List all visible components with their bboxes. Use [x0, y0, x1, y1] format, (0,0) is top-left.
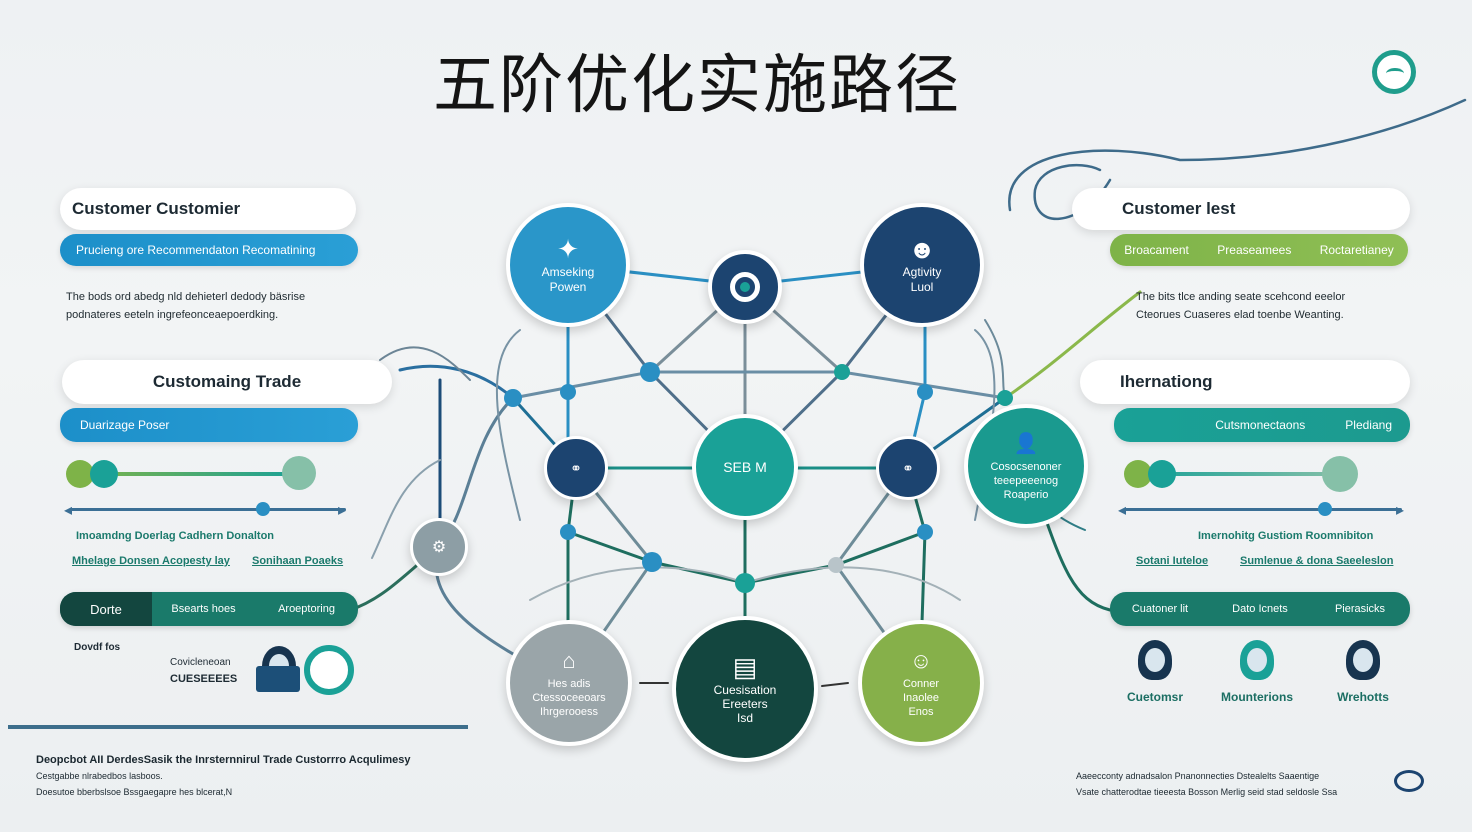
node-bottom-left[interactable]: ⌂ Hes adis Ctessoceeoars Ihrgerooess — [506, 620, 632, 746]
arrow-left-icon: ◂ — [64, 502, 73, 519]
gear-icon: ⚙ — [431, 538, 447, 556]
refresh-icon[interactable] — [304, 645, 354, 695]
footer-line-3: Doesutoe bberbslsoe Bssgaegapre hes blce… — [36, 787, 233, 797]
left-small-label-3: CUESEEEES — [170, 673, 238, 685]
user-icon: ⌂ — [562, 648, 576, 673]
node-bottom-center[interactable]: ▤ Cuesisation Ereeters Isd — [672, 616, 818, 762]
laptop-icon — [256, 666, 300, 692]
left-link-1[interactable]: Imoamdng Doerlag Cadhern Donalton — [76, 530, 275, 542]
left-note: The bods ord abedg nld dehieterl dedody … — [66, 291, 306, 321]
document-icon: ▤ — [732, 652, 758, 682]
footer-logo-icon — [1394, 770, 1424, 792]
avatar-label-2: Mounterions — [1221, 690, 1293, 704]
right-slider-track — [1136, 472, 1346, 476]
right-segment-2[interactable]: Dato Icnets — [1232, 603, 1288, 615]
left-small-label-2: Covicleneoan — [170, 657, 231, 668]
right-slider-handle[interactable] — [1124, 460, 1152, 488]
target-icon — [730, 272, 760, 302]
left-segment-2[interactable]: Bsearts hoes — [171, 603, 236, 615]
node-top-left[interactable]: ✦ Amseking Powen — [506, 203, 630, 327]
user-icon: ☺ — [909, 648, 933, 673]
right-slider-end[interactable] — [1322, 456, 1358, 492]
link-icon: ⚭ — [570, 459, 582, 476]
node-center[interactable]: SEB M — [692, 414, 798, 520]
avatar-customer — [1138, 640, 1172, 680]
arrow-left-icon: ◂ — [1118, 502, 1127, 519]
right-segment-3[interactable]: Pierasicks — [1334, 603, 1386, 615]
node-target[interactable] — [708, 250, 782, 324]
left-card2-title: Customaing Trade — [62, 360, 392, 404]
node-mid-right[interactable]: ⚭ — [876, 436, 940, 500]
right-note: The bits tlce anding seate scehcond eeel… — [1136, 291, 1346, 321]
footer-line-2: Cestgabbe nlrabedbos lasboos. — [36, 771, 163, 781]
node-mid-left[interactable]: ⚭ — [544, 436, 608, 500]
right-link-2a[interactable]: Sotani Iuteloe — [1136, 555, 1209, 567]
left-card-title: Customer Customier — [60, 188, 356, 230]
logo-icon — [1372, 50, 1416, 94]
left-segment-3[interactable]: Aroeptoring — [278, 603, 335, 615]
avatar-label-3: Wrehotts — [1337, 690, 1389, 704]
right-link-2b[interactable]: Sumlenue & dona Saeeleslon — [1240, 555, 1394, 567]
left-link-2b[interactable]: Sonihaan Poaeks — [252, 555, 344, 567]
left-card-bar[interactable]: Prucieng ore Recommendaton Recomatining — [60, 234, 358, 266]
arrow-right-icon: ▸ — [1396, 502, 1405, 519]
right-card-title: Customer lest — [1072, 188, 1410, 230]
right-range-line — [1124, 508, 1402, 511]
left-segment-bar[interactable]: Dorte Bsearts hoes Aroeptoring — [60, 592, 358, 626]
right-card2-title: Ihernationg — [1080, 360, 1410, 404]
arrow-right-icon: ▸ — [338, 502, 347, 519]
left-segment-1[interactable]: Dorte — [60, 592, 152, 626]
gem-icon: ✦ — [557, 234, 579, 264]
node-left-gear[interactable]: ⚙ — [410, 518, 468, 576]
left-card2-bar[interactable]: Duarizage Poser — [60, 408, 358, 442]
footer-line-1: Deopcbot AII DerdesSasik the Inrsternnir… — [36, 754, 411, 766]
footer-right-1: Aaeecconty adnadsalon Pnanonnecties Dste… — [1076, 771, 1320, 781]
left-small-label-1: Dovdf fos — [74, 642, 121, 653]
avatar-mounterions — [1240, 640, 1274, 680]
right-card-bar[interactable]: Broacament Preaseamees Roctaretianey — [1110, 234, 1408, 266]
avatar-label-1: Cuetomsr — [1126, 690, 1183, 704]
left-slider-handle[interactable] — [66, 460, 94, 488]
page-title: 五阶优化实施路径 — [433, 49, 961, 123]
face-icon: ☻ — [908, 234, 936, 264]
right-card2-bar[interactable]: Cutsmonectaons Plediang — [1114, 408, 1410, 442]
user-icon: 👤 — [1013, 433, 1039, 455]
left-slider-end[interactable] — [282, 456, 316, 490]
link-icon: ⚭ — [902, 459, 914, 476]
right-link-1[interactable]: Imernohitg Gustiom Roomnibiton — [1198, 530, 1374, 542]
left-slider-handle-2[interactable] — [90, 460, 118, 488]
node-bottom-right[interactable]: ☺ Conner Inaolee Enos — [858, 620, 984, 746]
left-range-line — [70, 508, 346, 511]
node-right-mid[interactable]: 👤 Cosocsenoner teeepeeenog Roaperio — [964, 404, 1088, 528]
left-range-knob[interactable] — [256, 502, 270, 516]
left-slider-track — [80, 472, 300, 476]
right-segment-bar[interactable]: Cuatoner lit Dato Icnets Pierasicks — [1110, 592, 1410, 626]
right-range-knob[interactable] — [1318, 502, 1332, 516]
right-slider-handle-2[interactable] — [1148, 460, 1176, 488]
left-link-2a[interactable]: Mhelage Donsen Acopesty lay — [72, 555, 230, 567]
node-top-right[interactable]: ☻ Agtivity Luol — [860, 203, 984, 327]
right-segment-1[interactable]: Cuatoner lit — [1131, 603, 1189, 615]
footer-right-2: Vsate chatterodtae tieeesta Bosson Merli… — [1076, 787, 1338, 797]
avatar-wrehotts — [1346, 640, 1380, 680]
